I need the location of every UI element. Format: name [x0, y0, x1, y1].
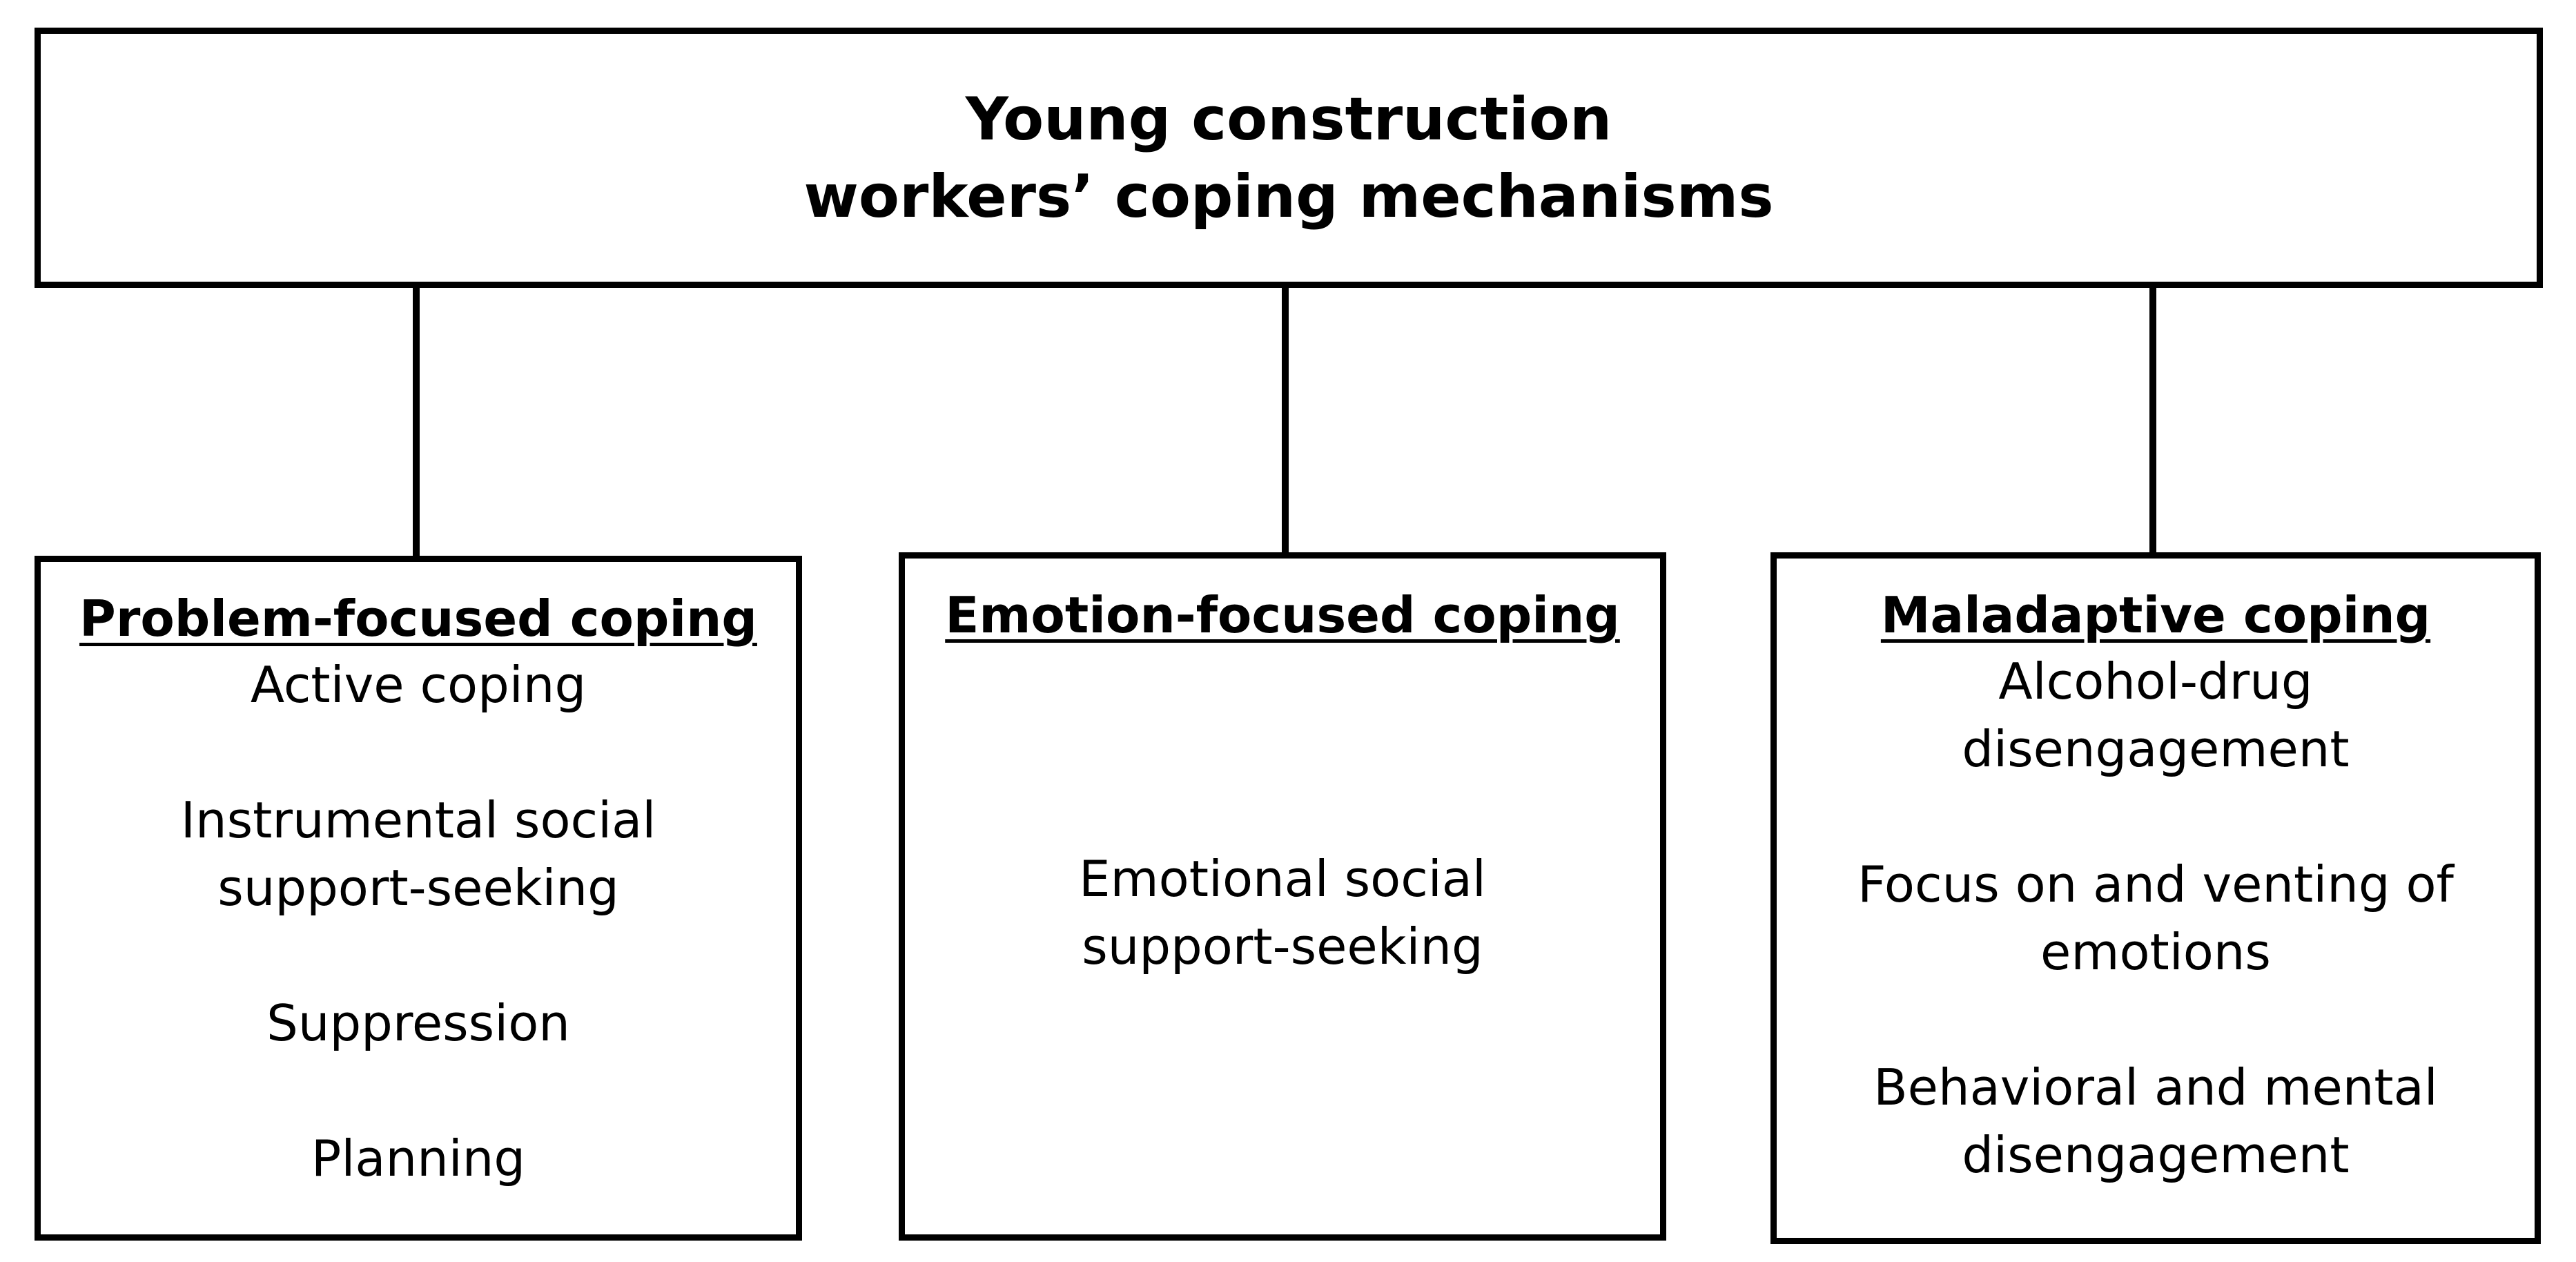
- item-line: disengagement: [1962, 720, 2350, 778]
- list-item: Alcohol-drug disengagement: [1962, 648, 2349, 783]
- list-item: Behavioral and mental disengagement: [1873, 1054, 2438, 1189]
- list-item: Suppression: [266, 989, 570, 1057]
- connector-maladaptive: [2149, 283, 2156, 556]
- item-line: Behavioral and mental: [1873, 1058, 2438, 1116]
- category-heading: Problem-focused coping: [79, 590, 757, 648]
- item-line: Planning: [311, 1129, 526, 1187]
- category-problem-focused: Problem-focused coping Active coping Ins…: [35, 556, 802, 1241]
- item-line: support-seeking: [1082, 918, 1483, 975]
- list-item: Focus on and venting of emotions: [1857, 851, 2454, 986]
- root-title-line-2: workers’ coping mechanisms: [803, 162, 1774, 231]
- item-line: Instrumental social: [180, 791, 656, 849]
- category-emotion-focused: Emotion-focused coping Emotional social …: [899, 552, 1666, 1241]
- item-line: Focus on and venting of: [1857, 855, 2454, 913]
- item-line: Emotional social: [1079, 850, 1486, 908]
- root-title-line-1: Young construction: [965, 84, 1612, 154]
- list-item: Active coping: [251, 651, 586, 719]
- category-heading: Maladaptive coping: [1880, 586, 2431, 644]
- category-maladaptive: Maladaptive coping Alcohol-drug disengag…: [1770, 552, 2541, 1244]
- list-item: Planning: [311, 1125, 525, 1192]
- list-item: Instrumental social support-seeking: [181, 786, 656, 922]
- item-line: emotions: [2040, 923, 2271, 981]
- item-line: support-seeking: [217, 859, 619, 917]
- connector-problem-focused: [413, 283, 420, 559]
- item-line: Suppression: [266, 994, 570, 1052]
- root-node: Young construction workers’ coping mecha…: [35, 28, 2543, 288]
- list-item: Emotional social support-seeking: [1079, 845, 1486, 980]
- item-line: Alcohol-drug: [1998, 652, 2313, 710]
- connector-emotion-focused: [1282, 283, 1289, 556]
- category-heading: Emotion-focused coping: [945, 586, 1620, 644]
- item-line: Active coping: [250, 656, 587, 714]
- item-line: disengagement: [1962, 1126, 2350, 1184]
